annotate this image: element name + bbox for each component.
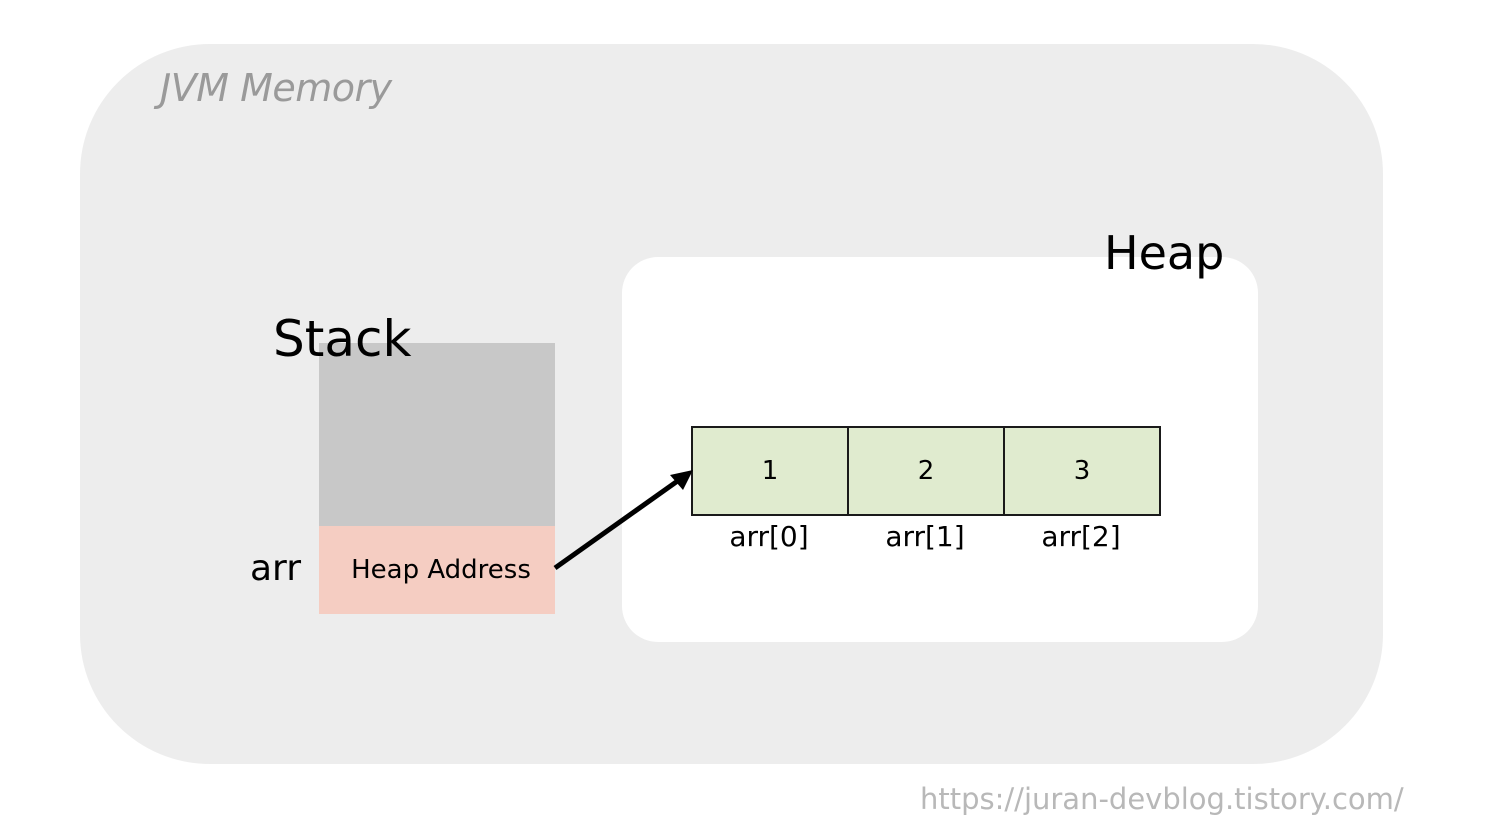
array-index-label-2: arr[2] (1041, 520, 1121, 553)
array-cell-1: 2 (849, 428, 1005, 514)
variable-label-arr: arr (250, 548, 302, 589)
heap-array: 1 2 3 (691, 426, 1161, 516)
watermark-url: https://juran-devblog.tistory.com/ (920, 782, 1404, 816)
stack-title: Stack (273, 310, 412, 368)
array-index-label-1: arr[1] (885, 520, 965, 553)
stack-cell-arr: Heap Address (319, 526, 555, 614)
jvm-memory-title: JVM Memory (160, 66, 392, 110)
stack-cell-value: Heap Address (351, 555, 531, 585)
array-index-label-0: arr[0] (729, 520, 809, 553)
array-cell-0: 1 (693, 428, 849, 514)
stack-block (319, 343, 555, 526)
array-cell-2: 3 (1073, 456, 1091, 486)
heap-title: Heap (1104, 226, 1225, 280)
